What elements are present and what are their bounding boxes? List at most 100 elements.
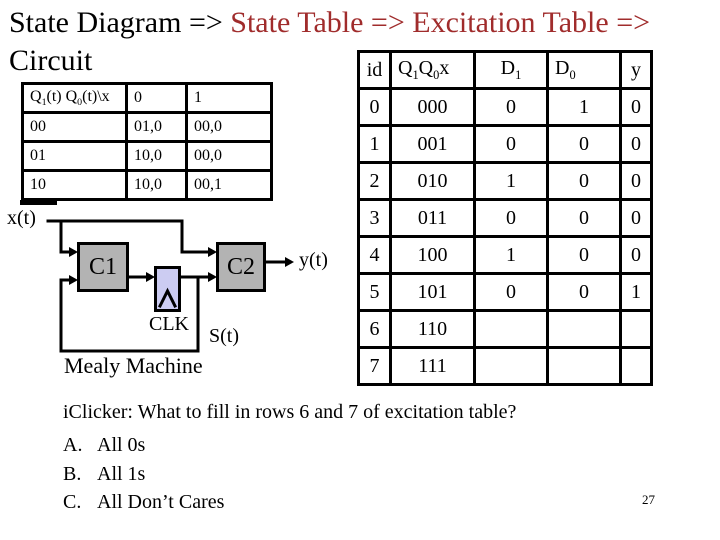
state-cell: 00 [21, 111, 128, 143]
q1q0x-cell: 110 [389, 309, 476, 349]
state-table-corner-cell: Q1(t) Q0(t)\x [21, 82, 128, 114]
header-text: (t)\x [82, 87, 110, 105]
q1q0x-cell: 000 [389, 87, 476, 127]
arrowhead [208, 272, 217, 282]
table-row: 0 000 0 1 0 [357, 87, 653, 127]
option-b: B. All 1s [63, 460, 683, 489]
id-cell: 6 [357, 309, 392, 349]
next-state-cell: 01,0 [125, 111, 188, 143]
d0-cell: 0 [546, 198, 622, 238]
q1q0x-cell: 010 [389, 161, 476, 201]
q1q0x-cell: 001 [389, 124, 476, 164]
table-row: 10 10,0 00,1 [21, 169, 273, 201]
table-row: 01 10,0 00,0 [21, 140, 273, 172]
d1-cell: 1 [473, 235, 549, 275]
iclicker-question: iClicker: What to fill in rows 6 and 7 o… [63, 401, 683, 517]
d1-cell [473, 346, 549, 386]
d0-cell: 0 [546, 124, 622, 164]
circuit-caption: Mealy Machine [64, 353, 203, 378]
y-cell: 0 [619, 198, 653, 238]
id-cell: 1 [357, 124, 392, 164]
option-c: C. All Don’t Cares [63, 488, 683, 517]
table-row: 00 01,0 00,0 [21, 111, 273, 143]
y-cell: 0 [619, 235, 653, 275]
arrowhead [69, 275, 78, 285]
q1q0x-cell: 111 [389, 346, 476, 386]
x-input-label: x(t) [7, 207, 36, 229]
table-row: 4 100 1 0 0 [357, 235, 653, 275]
page-title: State Diagram => State Table => Excitati… [9, 4, 717, 80]
d1-cell: 0 [473, 198, 549, 238]
arrowhead [285, 257, 294, 267]
header-q1q0x: Q1Q0x [389, 50, 476, 90]
arrowhead [146, 272, 155, 282]
subscript: 0 [433, 68, 440, 82]
title-part-red: State Table => Excitation Table => [230, 6, 651, 39]
header-text: x [439, 57, 450, 79]
table-row: 5 101 0 0 1 [357, 272, 653, 312]
q1q0x-cell: 100 [389, 235, 476, 275]
header-text: D [555, 57, 570, 79]
option-text: All 0s [97, 434, 146, 456]
q1q0x-cell: 011 [389, 198, 476, 238]
title-line-1: State Diagram => State Table => Excitati… [9, 4, 717, 42]
header-text: D [500, 57, 516, 79]
table-underline-mark [20, 200, 57, 205]
next-state-cell: 10,0 [125, 169, 188, 201]
option-text: All Don’t Cares [97, 491, 225, 514]
clk-label: CLK [149, 313, 189, 335]
c1-box [77, 242, 129, 292]
y-cell: 0 [619, 87, 653, 127]
arrowhead [69, 247, 78, 257]
state-table-header-x1: 1 [185, 82, 273, 114]
header-text: Q [418, 57, 434, 79]
state-table: Q1(t) Q0(t)\x 0 1 00 01,0 00,0 01 10,0 0… [21, 82, 273, 201]
table-row: 2 010 1 0 0 [357, 161, 653, 201]
state-table-header-x0: 0 [125, 82, 188, 114]
header-d0: D0 [546, 50, 622, 90]
y-output-label: y(t) [299, 249, 328, 271]
y-cell [619, 309, 653, 349]
state-signal-label: S(t) [209, 325, 239, 347]
d0-cell [546, 346, 622, 386]
table-row: 6 110 [357, 309, 653, 349]
title-part-black: State Diagram => [9, 6, 231, 39]
d1-cell: 0 [473, 124, 549, 164]
next-state-cell: 00,0 [185, 140, 273, 172]
d0-cell: 0 [546, 161, 622, 201]
option-letter: B. [63, 462, 82, 485]
option-letter: A. [63, 434, 83, 456]
id-cell: 2 [357, 161, 392, 201]
d1-cell: 0 [473, 87, 549, 127]
y-cell: 1 [619, 272, 653, 312]
d1-cell: 0 [473, 272, 549, 312]
d0-cell: 0 [546, 235, 622, 275]
next-state-cell: 10,0 [125, 140, 188, 172]
option-letter: C. [63, 491, 82, 514]
excitation-header-row: id Q1Q0x D1 D0 y [357, 50, 653, 90]
c2-label: C2 [226, 253, 255, 280]
question-prompt: iClicker: What to fill in rows 6 and 7 o… [63, 401, 517, 423]
subscript: 0 [569, 68, 576, 82]
d1-cell: 1 [473, 161, 549, 201]
table-row: 3 011 0 0 0 [357, 198, 653, 238]
d1-cell [473, 309, 549, 349]
d0-cell [546, 309, 622, 349]
y-cell: 0 [619, 161, 653, 201]
header-id: id [357, 50, 392, 90]
next-state-cell: 00,0 [185, 111, 273, 143]
option-text: All 1s [97, 462, 146, 485]
option-a: A. All 0s [63, 431, 683, 460]
y-cell [619, 346, 653, 386]
next-state-cell: 00,1 [185, 169, 273, 201]
subscript: 1 [515, 68, 522, 82]
id-cell: 7 [357, 346, 392, 386]
d0-cell: 0 [546, 272, 622, 312]
id-cell: 5 [357, 272, 392, 312]
c2-box [216, 242, 266, 292]
table-row: 7 111 [357, 346, 653, 386]
clock-edge-icon [157, 287, 178, 309]
state-cell: 10 [21, 169, 128, 201]
header-d1: D1 [473, 50, 549, 90]
excitation-table: id Q1Q0x D1 D0 y 0 000 0 1 0 1 001 0 0 0… [357, 50, 653, 386]
